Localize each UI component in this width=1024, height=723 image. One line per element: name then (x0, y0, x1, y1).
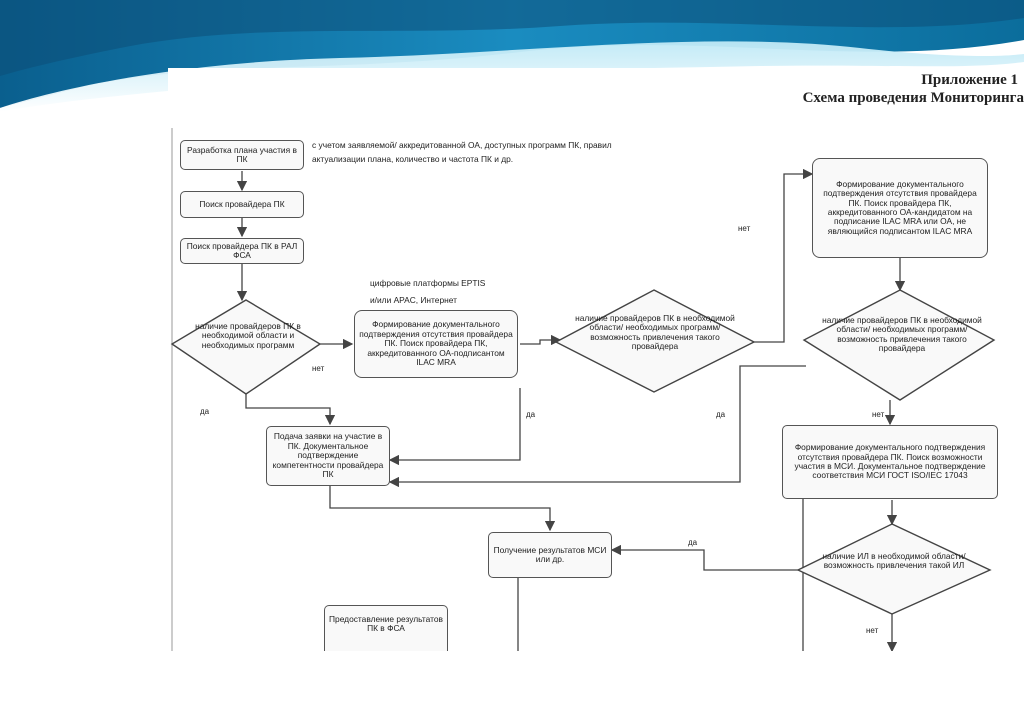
box-application: Подача заявки на участие в ПК. Документа… (266, 426, 390, 486)
label-no-4: нет (866, 626, 879, 635)
box-formation-msi: Формирование документального подтвержден… (782, 425, 998, 499)
slide-bottom-margin (0, 651, 1024, 723)
decision-diamond-3 (802, 289, 996, 401)
box-formation-candidate: Формирование документального подтвержден… (812, 158, 988, 258)
diamond-4-text: наличие ИЛ в необходимой области/ возмож… (822, 551, 966, 571)
box-provide-results: Предоставление результатов ПК в ФСА (324, 605, 448, 651)
box-search-ral: Поиск провайдера ПК в РАЛ ФСА (180, 238, 304, 264)
box-search-provider: Поиск провайдера ПК (180, 191, 304, 218)
decision-diamond-4 (796, 523, 992, 615)
label-yes-4: да (688, 538, 698, 547)
header-wave-banner (0, 0, 1024, 113)
appendix-heading: Приложение 1 (921, 72, 1018, 88)
label-yes-2: да (526, 410, 536, 419)
platforms-note-line2: и/или APAC, Интернет (370, 295, 457, 305)
scheme-title: Схема проведения Мониторинга (802, 90, 1024, 106)
box-formation-ilac: Формирование документального подтвержден… (354, 310, 518, 378)
label-yes-1: да (200, 407, 210, 416)
box-plan: Разработка плана участия в ПК (180, 140, 304, 170)
platforms-note-line1: цифровые платформы EPTIS (370, 278, 486, 288)
diamond-1-text: наличие провайдеров ПК в необходимой обл… (195, 321, 301, 350)
diamond-3-text: наличие провайдеров ПК в необходимой обл… (822, 315, 982, 354)
label-yes-3: да (716, 410, 726, 419)
plan-note: с учетом заявляемой/ аккредитованной ОА,… (312, 140, 612, 164)
box-results: Получение результатов МСИ или др. (488, 532, 612, 578)
decision-diamond-1 (170, 299, 322, 395)
diamond-2-text: наличие провайдеров ПК в необходимой обл… (575, 313, 735, 352)
decision-diamond-2 (554, 289, 756, 393)
label-no-3: нет (872, 410, 885, 419)
label-no-1: нет (312, 364, 325, 373)
label-no-2: нет (738, 224, 751, 233)
